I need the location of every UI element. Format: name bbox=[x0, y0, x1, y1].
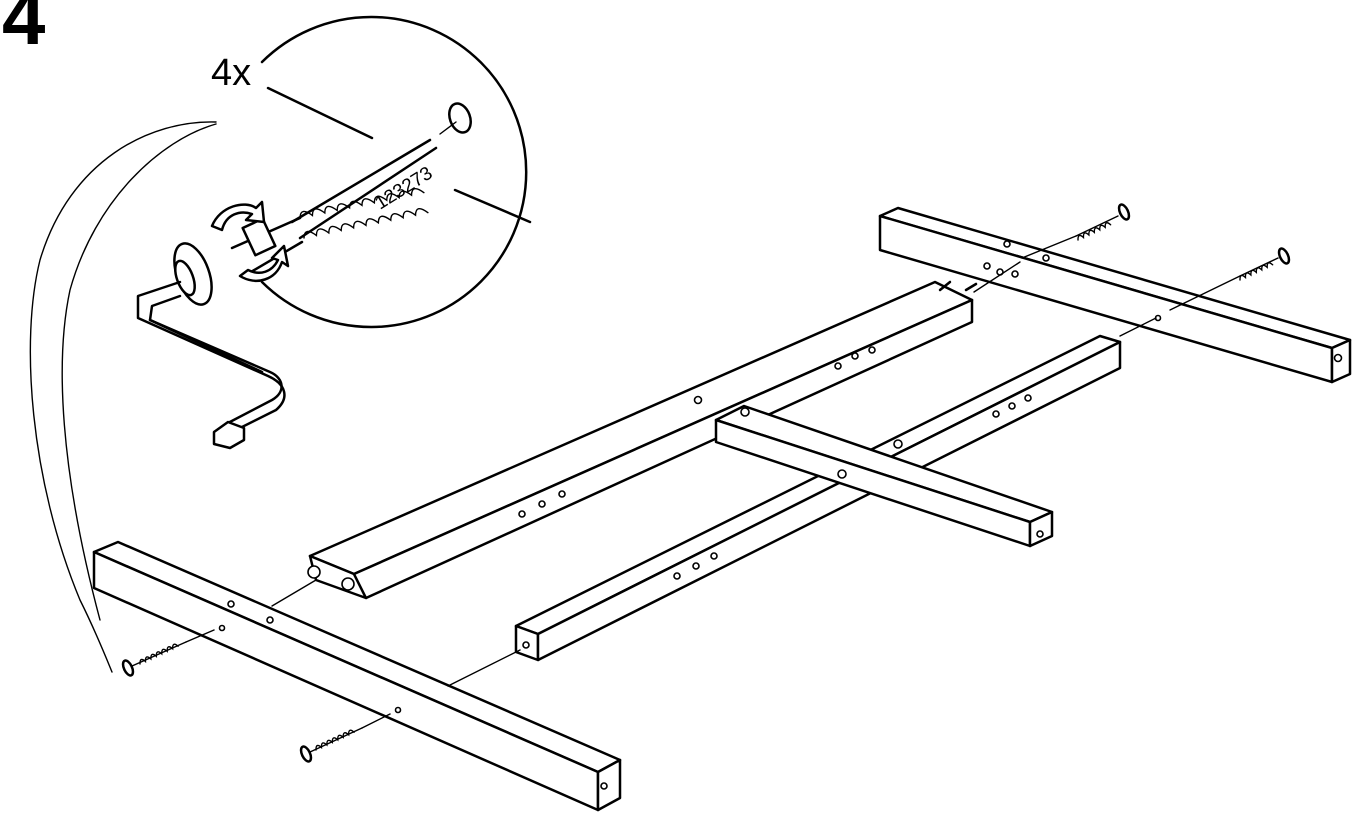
detail-callout bbox=[29, 15, 532, 673]
rotation-arrow-icon bbox=[210, 200, 290, 282]
center-crossbar bbox=[714, 404, 1054, 548]
screw-bottom-center bbox=[299, 727, 363, 763]
long-rail-front bbox=[514, 334, 1122, 662]
step-number: 4 bbox=[2, 0, 46, 61]
screw-top-right bbox=[1239, 247, 1291, 281]
screw-icon: 123273 bbox=[173, 102, 472, 306]
quantity-label: 4x bbox=[211, 52, 252, 94]
allen-key-icon bbox=[136, 280, 286, 450]
long-rail-back bbox=[307, 280, 978, 600]
guide-lines bbox=[185, 235, 1241, 729]
front-crossbar bbox=[92, 540, 622, 812]
screw-bottom-left bbox=[121, 641, 187, 677]
screw-top-left bbox=[1075, 203, 1131, 241]
